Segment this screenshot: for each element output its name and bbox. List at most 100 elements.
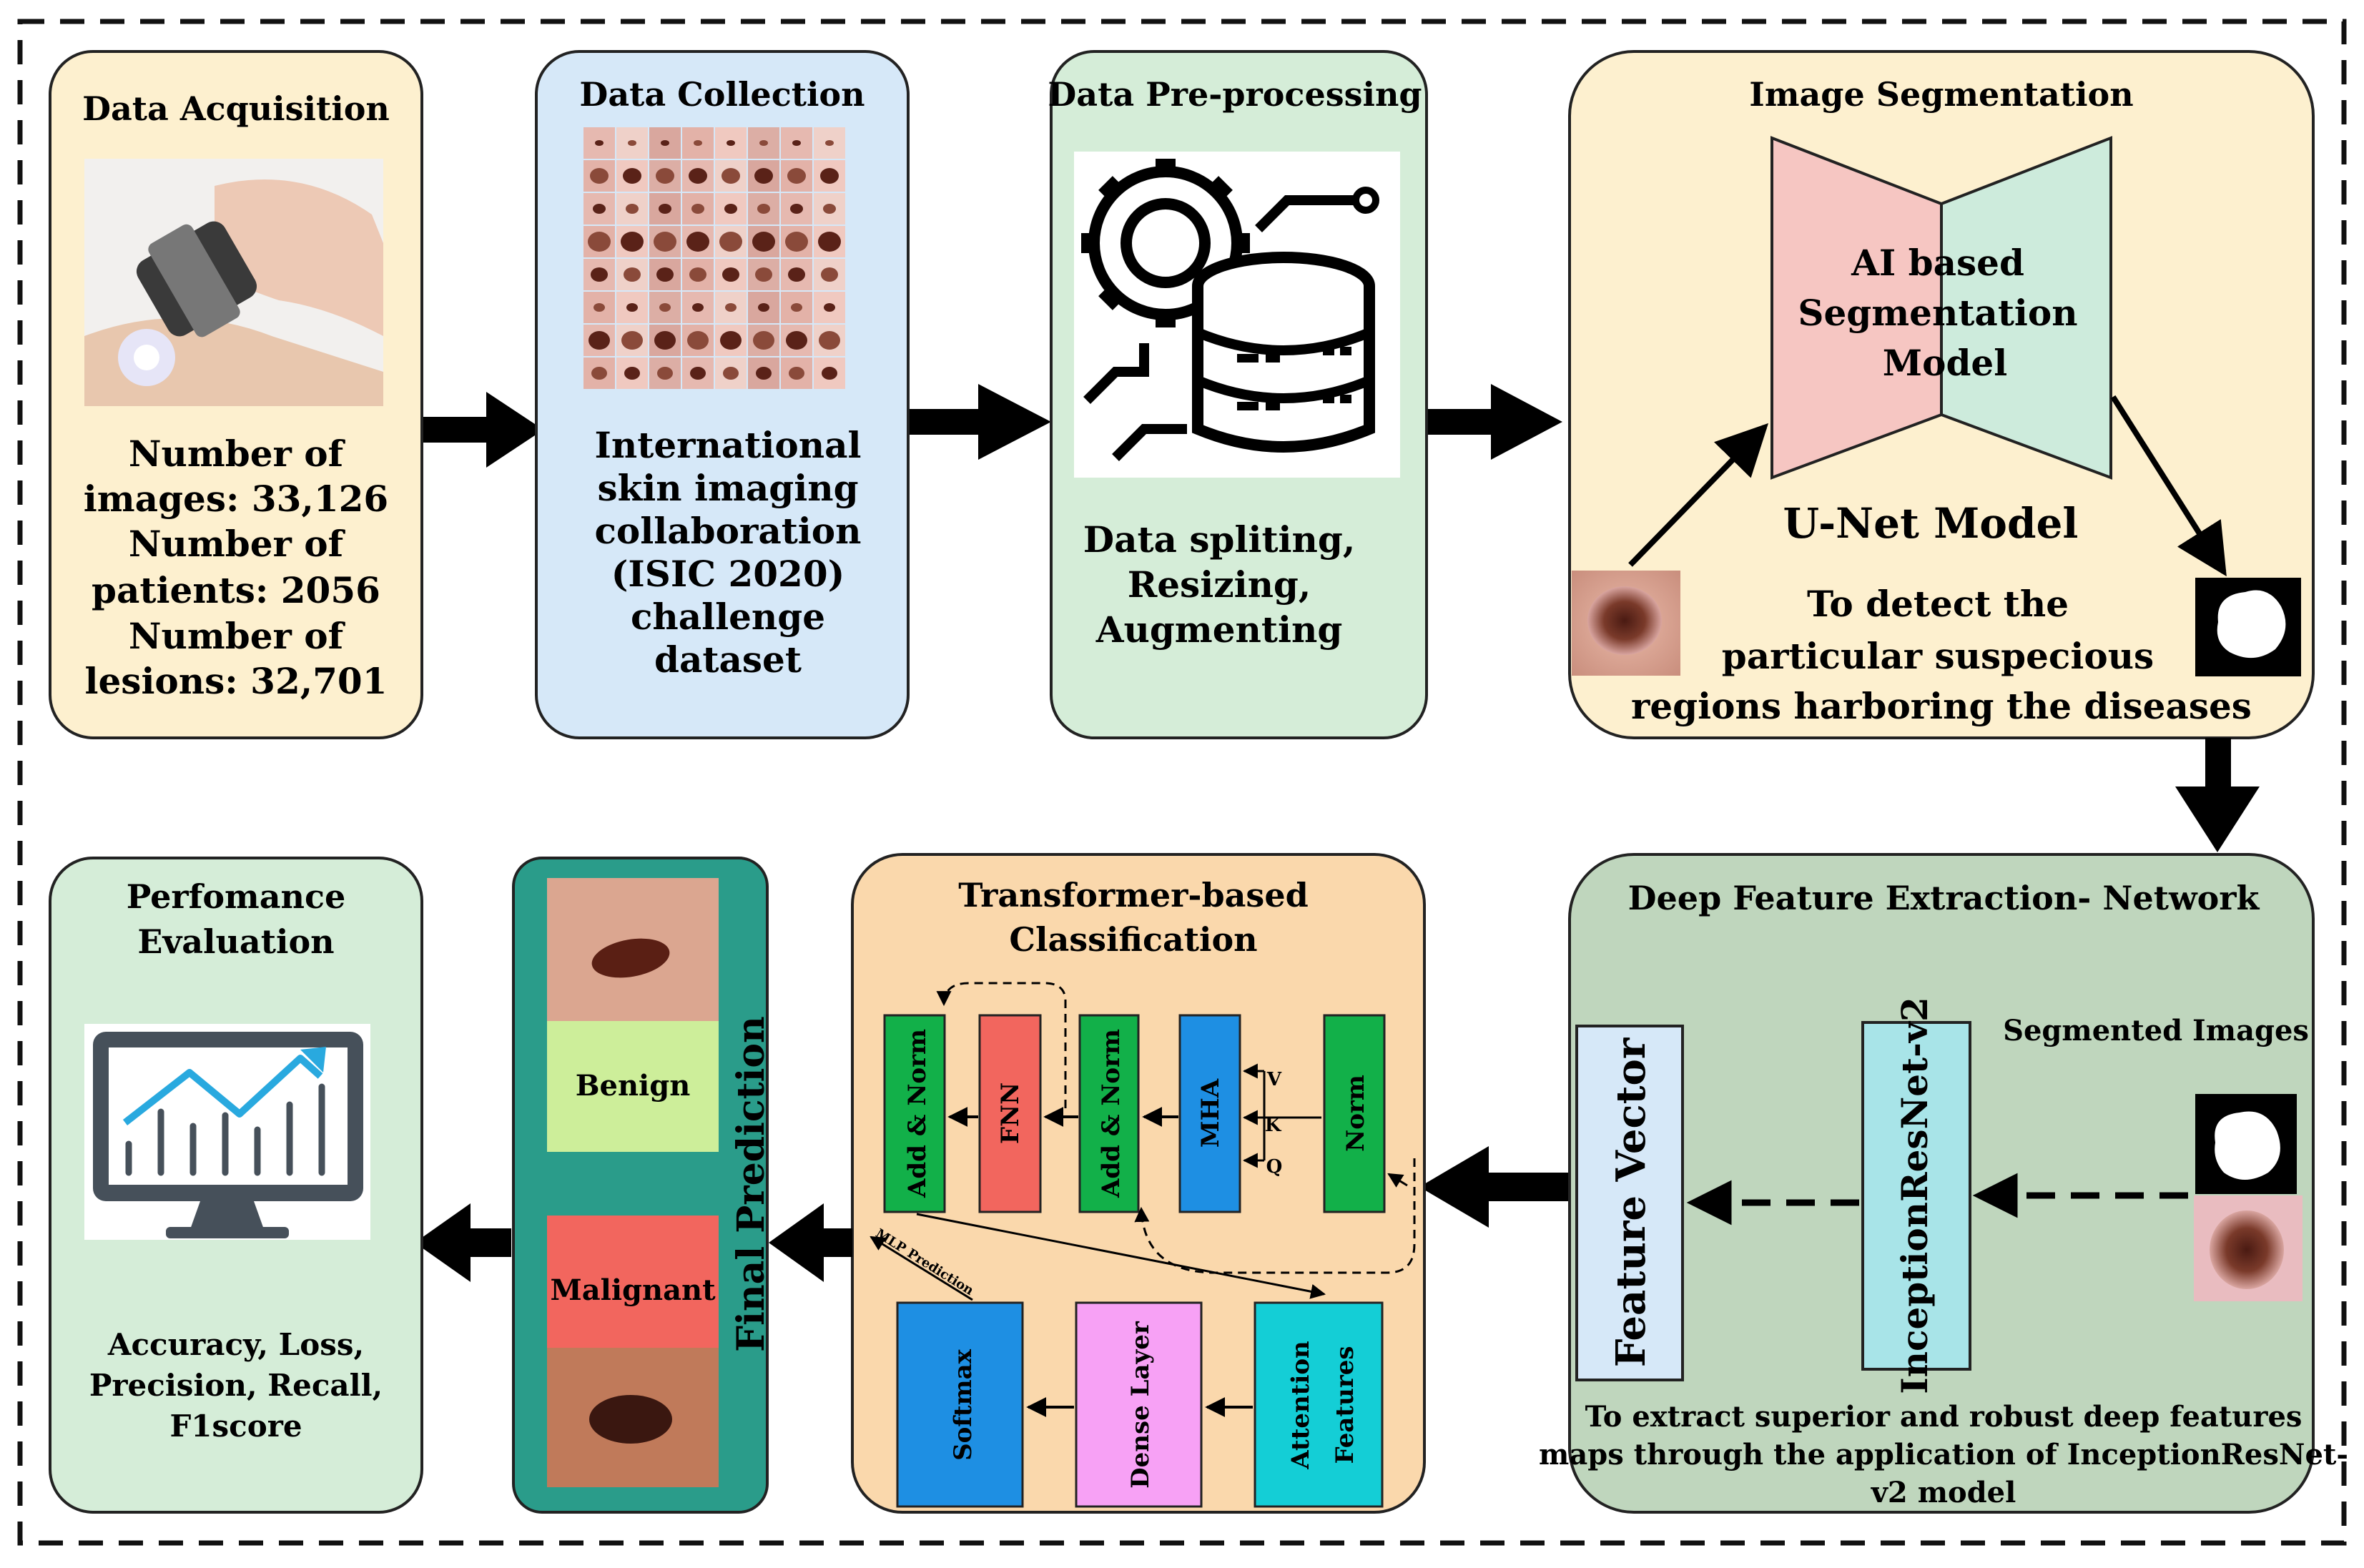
preprocessing-panel: Data Pre-processing	[1048, 50, 1428, 739]
feature-vector-block	[1575, 1025, 1684, 1381]
acquisition-panel: Data Acquisition Number of images: 33,12…	[49, 50, 423, 739]
collection-title: Data Collection	[579, 75, 865, 114]
fnn-label: FNN	[996, 1083, 1025, 1144]
fnn-block	[978, 1014, 1042, 1213]
qkv-arrows	[1242, 1063, 1321, 1168]
final-prediction-title: Final Prediction	[729, 1016, 773, 1352]
malignant-label: Malignant	[550, 1273, 716, 1307]
segmented-images-label: Segmented Images	[2003, 1014, 2309, 1047]
preprocessing-desc-2: Resizing,	[1128, 563, 1311, 606]
softmax-label: Softmax	[949, 1348, 977, 1461]
outer-dashed-frame	[17, 19, 2347, 1546]
monitor-chart-icon	[84, 1024, 370, 1240]
benign-lesion-image	[547, 878, 719, 1021]
add-norm-block-1	[883, 1014, 946, 1213]
softmax-block	[896, 1301, 1024, 1508]
v-label: V	[1266, 1069, 1282, 1090]
unet-text-1: AI based	[1851, 242, 2024, 284]
preprocessing-desc-1: Data spliting,	[1083, 518, 1356, 561]
evaluation-panel: Perfomance Evaluation Accuracy, Loss, Pr…	[49, 857, 423, 1514]
segmentation-title: Image Segmentation	[1749, 75, 2133, 114]
arrow-preprocessing-to-segmentation	[1428, 384, 1562, 460]
arrow-classification-to-prediction	[769, 1203, 852, 1282]
acquisition-stat-5: Number of	[129, 615, 346, 657]
inceptionresnet-label: InceptionResNet-v2	[1893, 997, 1936, 1394]
feature-desc-3: v2 model	[1871, 1476, 2016, 1509]
attention-label-2: Features	[1331, 1346, 1359, 1464]
acquisition-stat-6: lesions: 32,701	[84, 660, 387, 702]
acquisition-stat-1: Number of	[129, 433, 346, 475]
prediction-panel: Benign Malignant Final Prediction	[512, 857, 773, 1514]
feature-extraction-panel: Deep Feature Extraction- Network Segment…	[1539, 853, 2348, 1514]
norm-block	[1323, 1014, 1386, 1213]
isic-image-mosaic	[583, 127, 845, 389]
collection-desc-6: dataset	[654, 638, 802, 681]
attention-features-block	[1254, 1301, 1384, 1508]
arrow-feature-to-classification	[1419, 1146, 1568, 1228]
evaluation-title-1: Perfomance	[127, 877, 346, 916]
feature-desc-2: maps through the application of Inceptio…	[1539, 1438, 2348, 1471]
attention-label-1: Attention	[1286, 1341, 1315, 1470]
benign-label: Benign	[576, 1069, 691, 1103]
add-norm-block-2	[1078, 1014, 1140, 1213]
arrow-prediction-to-evaluation	[415, 1203, 511, 1282]
arrow-unet-to-mask	[2110, 395, 2227, 577]
malignant-box	[547, 1216, 719, 1348]
evaluation-metric-2: Precision, Recall,	[89, 1368, 383, 1403]
segmented-lesion-image	[2194, 1195, 2303, 1301]
acquisition-stat-2: images: 33,126	[84, 478, 388, 520]
input-to-norm-arrow	[1387, 1173, 1408, 1188]
input-lesion-image	[1572, 571, 1680, 676]
add-norm-label-2: Add & Norm	[1097, 1029, 1126, 1198]
segmentation-panel: Image Segmentation AI based Segmentation…	[1568, 50, 2315, 739]
unet-decoder	[1940, 136, 2112, 480]
collection-desc-5: challenge	[631, 596, 825, 638]
acquisition-title: Data Acquisition	[82, 89, 390, 128]
feature-vector-label: Feature Vector	[1607, 1037, 1655, 1367]
collection-desc-3: collaboration	[594, 510, 861, 552]
evaluation-metric-3: F1score	[169, 1409, 302, 1444]
norm-label: Norm	[1341, 1075, 1370, 1152]
classification-title-1: Transformer-based	[958, 876, 1309, 914]
add-norm-label-1: Add & Norm	[903, 1029, 932, 1198]
segmented-mask-image	[2195, 1094, 2297, 1194]
arrow-collection-to-preprocessing	[910, 384, 1051, 460]
collection-panel: Data Collection International skin imagi…	[535, 50, 910, 739]
feature-desc-1: To extract superior and robust deep feat…	[1585, 1400, 2303, 1434]
benign-box	[547, 1021, 719, 1152]
gear-database-icon	[1074, 152, 1400, 478]
mlp-prediction-arrow	[870, 1236, 973, 1301]
mha-block	[1178, 1014, 1241, 1213]
acquisition-stat-3: Number of	[129, 523, 346, 565]
q-label: Q	[1266, 1156, 1283, 1178]
collection-desc-1: International	[595, 424, 862, 466]
arrow-input-to-unet	[1628, 423, 1769, 567]
dermatoscope-photo	[84, 159, 383, 406]
segmentation-mask-image	[2195, 578, 2301, 676]
collection-desc-4: (ISIC 2020)	[611, 553, 845, 595]
mha-label: MHA	[1196, 1078, 1225, 1148]
to-attention-arrow	[916, 1213, 1326, 1299]
acquisition-stat-4: patients: 2056	[92, 569, 380, 611]
unet-text-2: Segmentation	[1798, 292, 2077, 334]
segmentation-desc-1: To detect the	[1807, 583, 2069, 625]
inceptionresnet-block	[1861, 1021, 1971, 1371]
collection-desc-2: skin imaging	[597, 467, 858, 509]
evaluation-title-2: Evaluation	[137, 922, 334, 961]
segmentation-desc-2: particular suspecious	[1722, 635, 2154, 677]
arrow-acquisition-to-collection	[423, 392, 543, 468]
unet-text-3: Model	[1883, 342, 2007, 384]
preprocessing-desc-3: Augmenting	[1095, 608, 1343, 651]
preprocessing-title: Data Pre-processing	[1048, 75, 1422, 114]
arrow-segmentation-to-feature	[2175, 738, 2260, 852]
classification-panel: Transformer-based Classification Add & N…	[851, 853, 1426, 1514]
dense-layer-block	[1075, 1301, 1203, 1508]
unet-model-name: U-Net Model	[1783, 499, 2079, 548]
segmentation-desc-3: regions harboring the diseases	[1631, 685, 2252, 727]
malignant-lesion-image	[547, 1348, 719, 1487]
classification-title-2: Classification	[1009, 920, 1257, 959]
dense-layer-label: Dense Layer	[1126, 1321, 1155, 1489]
feature-title: Deep Feature Extraction- Network	[1628, 879, 2260, 917]
evaluation-metric-1: Accuracy, Loss,	[107, 1327, 364, 1362]
